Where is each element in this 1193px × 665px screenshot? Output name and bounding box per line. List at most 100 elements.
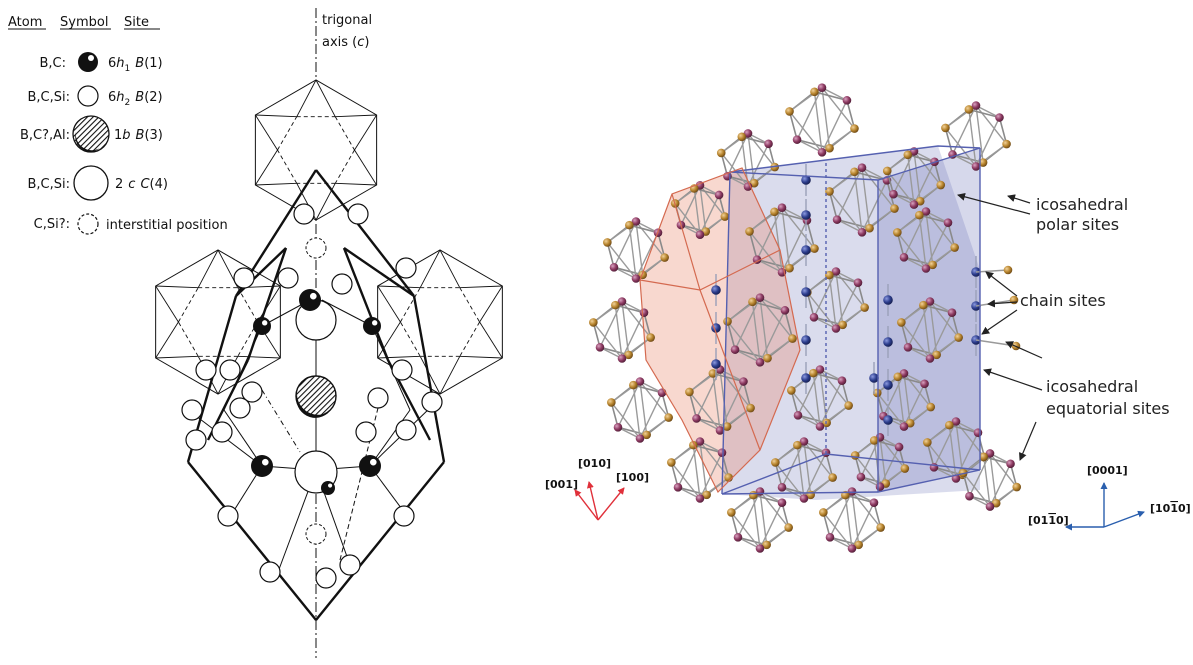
annotation-equatorial-line1: icosahedral [1046, 377, 1138, 396]
chain-atom [711, 285, 721, 295]
hexagonal-cell-side [878, 148, 980, 492]
b2-atom [355, 421, 377, 443]
black-sphere-symbol [78, 52, 98, 72]
icosahedral-cluster [723, 293, 797, 367]
icosahedral-cluster [670, 181, 730, 239]
legend-row1-atom: B,C: [39, 56, 66, 71]
axis-001-label: [001] [545, 478, 578, 491]
chain-atom [883, 415, 893, 425]
icosahedral-cluster [872, 369, 936, 431]
icosahedral-cluster [716, 129, 780, 191]
icosahedral-cluster [745, 203, 819, 277]
atoms [181, 203, 443, 589]
hatched-sphere-symbol [72, 115, 110, 153]
b2-atom [217, 505, 239, 527]
chain-atom [883, 380, 893, 390]
b2-atom [331, 273, 353, 295]
rhombohedral-axes: [010] [001] [100] [545, 457, 649, 521]
b1-atom [363, 317, 381, 335]
axis-010-arrow [586, 481, 599, 521]
icosahedral-cluster [850, 433, 910, 492]
icosahedral-cluster [958, 449, 1022, 511]
legend-row4-atom: B,C,Si: [27, 177, 70, 192]
b2-atom [185, 429, 207, 451]
icosahedral-cluster [819, 487, 885, 553]
chain-atom [801, 210, 811, 220]
large-open-sphere-symbol [73, 165, 109, 201]
b2-atom [195, 359, 217, 381]
icosahedron-top [254, 79, 378, 221]
icosahedron-right [377, 249, 503, 395]
b2-atom [181, 399, 203, 421]
b2-atom [259, 561, 281, 583]
axis-0001-label: [0001] [1087, 464, 1128, 477]
chain-atom [883, 295, 893, 305]
chain-end-atoms [975, 265, 1021, 351]
axis-label-line2: axis (c) [322, 35, 369, 50]
legend-header-atom: Atom [8, 15, 42, 30]
rhombohedral-cell-edges [186, 169, 446, 621]
axis-001-arrow [574, 489, 599, 521]
rhombohedral-cell-edges [639, 167, 801, 494]
axis-01-10-label: [0110] [1028, 514, 1069, 527]
b2-atom [241, 381, 263, 403]
icosahedral-cluster [882, 147, 946, 209]
icosahedral-cluster [897, 297, 963, 363]
legend-row5-text: interstitial position [106, 218, 228, 233]
b2-atom [395, 419, 417, 441]
b2-atom [293, 203, 315, 225]
rhombohedral-cell-drawing [155, 79, 503, 621]
b1-atom [253, 317, 271, 335]
hexagonal-axes: [0001] [0110] [1010] [1028, 464, 1191, 531]
icosahedral-cluster [589, 297, 655, 363]
chain-atom [801, 245, 811, 255]
legend-header-site: Site [124, 15, 149, 30]
icosahedral-cluster [893, 207, 959, 273]
b1-atom [321, 481, 335, 495]
icosahedral-cluster [785, 83, 859, 157]
b2-atom [339, 554, 361, 576]
icosahedral-cluster [603, 217, 669, 283]
icosahedral-cluster [941, 101, 1011, 171]
b2-atom [277, 267, 299, 289]
annotation-polar-line1: icosahedral [1036, 195, 1128, 214]
chain-atom [883, 337, 893, 347]
chain-atom [801, 287, 811, 297]
axis-100-arrow [597, 487, 625, 521]
trigonal-axis-label: trigonal axis (c) [322, 13, 372, 50]
legend-row5-atom: C,Si?: [34, 217, 70, 232]
b2-atom [367, 387, 389, 409]
b2-atom [347, 203, 369, 225]
chain-end-atom [1003, 265, 1013, 275]
crystal-structure-model [589, 83, 1022, 553]
annotations: icosahedral polar sites chain sites icos… [957, 192, 1170, 461]
b2-atom [219, 359, 241, 381]
b2-atom [211, 421, 233, 443]
annotation-equatorial-line2: equatorial sites [1046, 399, 1170, 418]
chain-atom [801, 373, 811, 383]
legend-row3-atom: B,C?,Al: [20, 128, 70, 143]
axis-label-line1: trigonal [322, 13, 372, 28]
chain-atom [801, 335, 811, 345]
interstitial-atom [305, 523, 327, 545]
axis-10-10-label: [1010] [1150, 502, 1191, 515]
chain-atom [711, 359, 721, 369]
axis-10-10-arrow [1103, 510, 1145, 528]
annotation-chain: chain sites [1020, 291, 1106, 310]
chain-atom [869, 373, 879, 383]
axis-010-label: [010] [578, 457, 611, 470]
interstitial-atom [305, 237, 327, 259]
annotation-polar-line2: polar sites [1036, 215, 1119, 234]
b2-atom [233, 267, 255, 289]
dashed-sphere-symbol [77, 213, 99, 235]
b2-atom [393, 505, 415, 527]
chain-atom [801, 175, 811, 185]
b2-atom [395, 257, 417, 279]
b2-atom [229, 397, 251, 419]
